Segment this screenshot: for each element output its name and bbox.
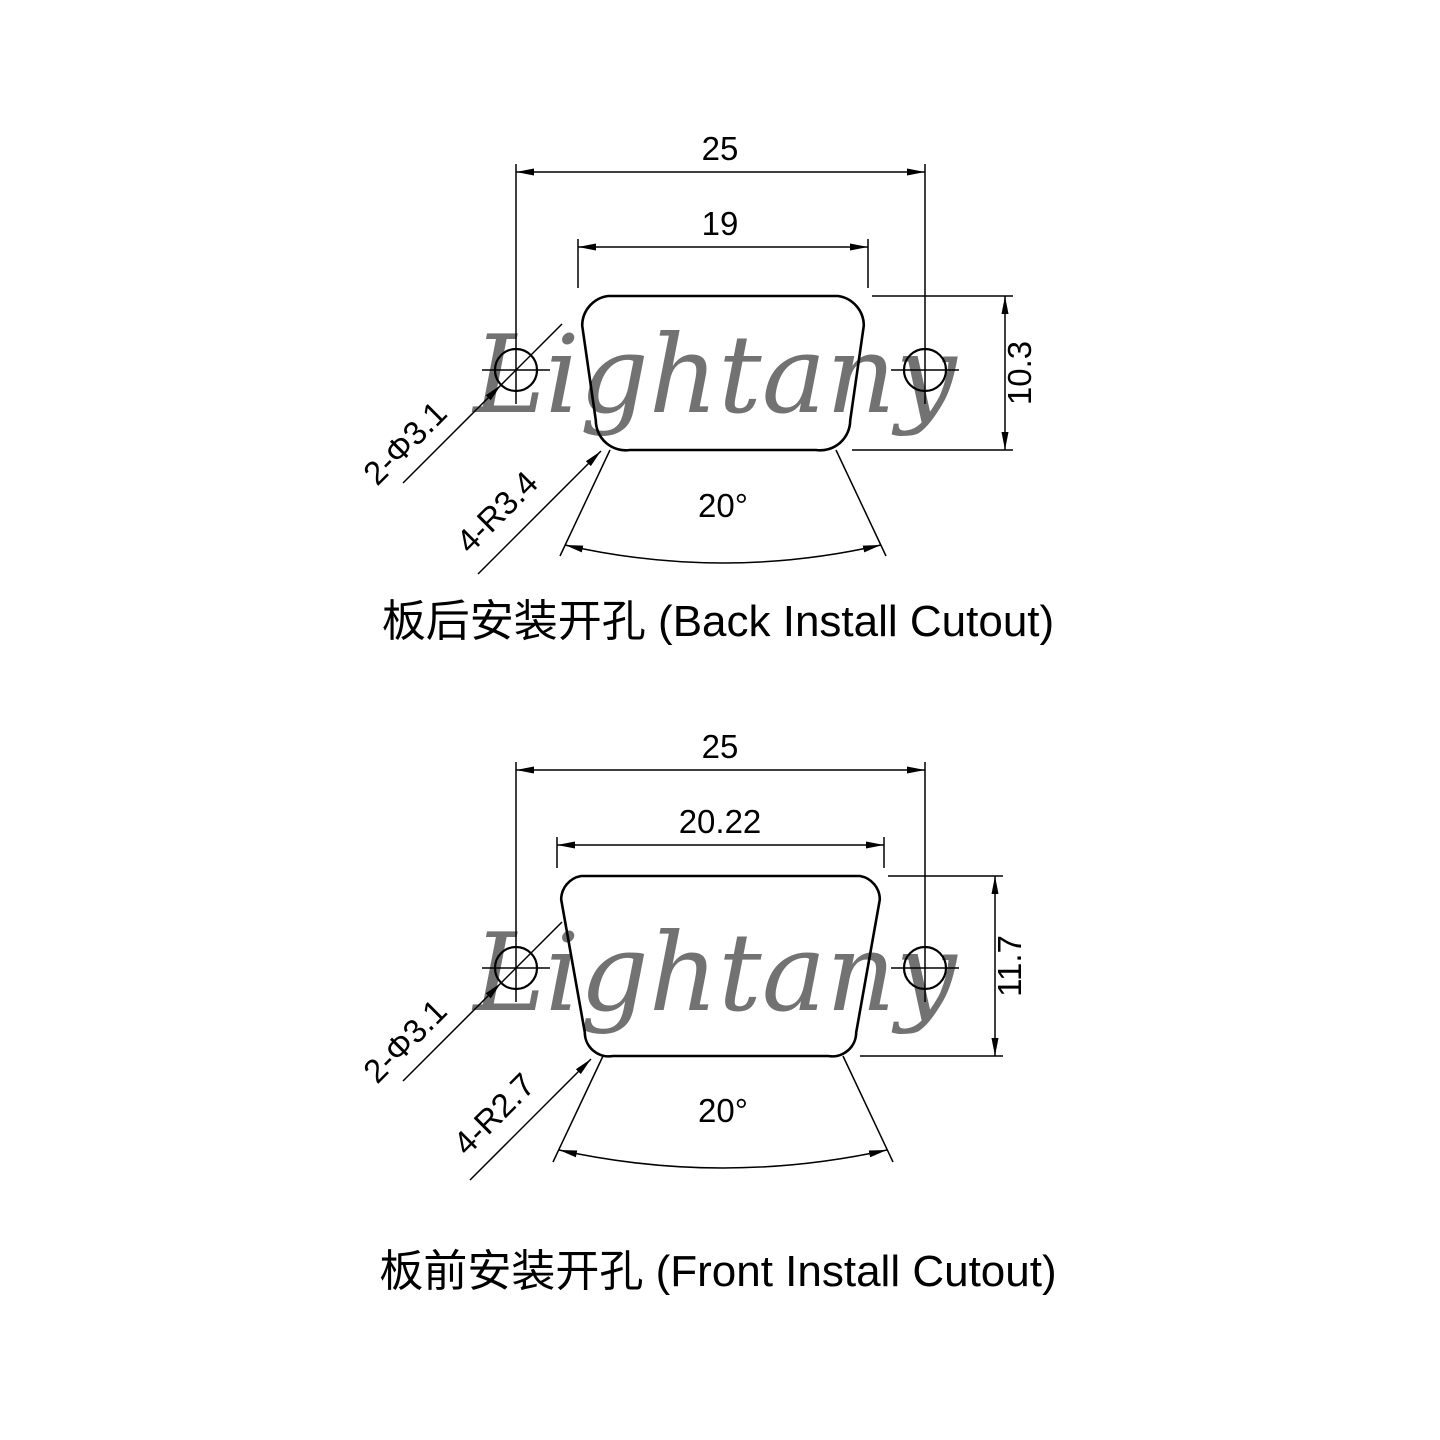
dim-top-width-label: 20.22 xyxy=(679,803,762,840)
cutout-outline xyxy=(580,294,866,452)
cutout-outline xyxy=(559,874,882,1058)
dim-hole-span: 25 xyxy=(515,130,926,404)
corner-radius-label: 4-R3.4 xyxy=(449,464,545,560)
leader-arrow xyxy=(485,983,501,999)
dim-height-label: 10.3 xyxy=(1001,341,1038,405)
dim-height-label: 11.7 xyxy=(991,935,1028,997)
angle-side-line xyxy=(552,1055,604,1163)
angle-label: 20° xyxy=(698,1092,748,1129)
angle-side-line xyxy=(835,449,887,557)
dim-hole-span-label: 25 xyxy=(702,728,739,765)
holes-callout-label: 2-Φ3.1 xyxy=(356,394,454,492)
holes-callout-label: 2-Φ3.1 xyxy=(356,992,454,1090)
dim-height: 10.3 xyxy=(852,295,1038,451)
leader-line xyxy=(469,1058,592,1181)
angle-label: 20° xyxy=(698,487,748,524)
angle-arc xyxy=(564,544,882,564)
leader-corner-radius: 4-R3.4 xyxy=(449,450,602,575)
front-drawing-caption: 板前安装开孔 (Front Install Cutout) xyxy=(379,1247,1056,1296)
dim-angle: 20° xyxy=(559,449,887,564)
leader-line xyxy=(402,921,563,1082)
dim-top-width-label: 19 xyxy=(702,205,739,242)
corner-radius-label: 4-R2.7 xyxy=(446,1066,542,1162)
leader-line xyxy=(402,323,563,484)
dim-height: 11.7 xyxy=(860,875,1028,1057)
watermark-text-bottom: Lightany xyxy=(471,911,958,1036)
dim-hole-span-label: 25 xyxy=(702,130,739,167)
angle-arc xyxy=(558,1149,888,1169)
back-drawing-caption: 板后安装开孔 (Back Install Cutout) xyxy=(382,597,1054,646)
dim-hole-span: 25 xyxy=(515,728,926,1002)
leader-arrow xyxy=(485,385,501,401)
dim-top-width: 19 xyxy=(577,205,869,288)
dim-angle: 20° xyxy=(552,1055,894,1169)
angle-side-line xyxy=(559,449,611,557)
leader-corner-radius: 4-R2.7 xyxy=(446,1058,592,1181)
watermark-text-top: Lightany xyxy=(471,313,958,438)
leader-line xyxy=(477,450,602,575)
dim-top-width: 20.22 xyxy=(556,803,885,868)
angle-side-line xyxy=(842,1055,894,1163)
